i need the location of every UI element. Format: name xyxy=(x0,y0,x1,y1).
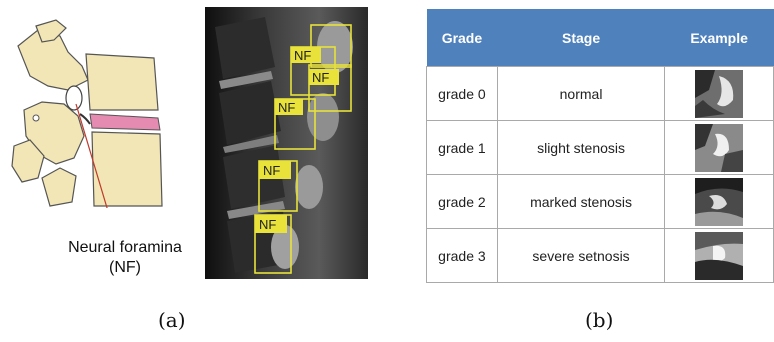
grade-cell: grade 1 xyxy=(427,121,498,175)
example-thumbnail-grade-0 xyxy=(695,70,743,118)
nf-tag-2: NF xyxy=(312,70,329,85)
example-thumbnail-grade-3 xyxy=(695,232,743,280)
header-stage: Stage xyxy=(497,9,664,67)
example-cell xyxy=(665,67,774,121)
table-header-row: Grade Stage Example xyxy=(427,9,774,67)
stage-cell: severe setnosis xyxy=(497,229,664,283)
table-row: grade 3 severe setnosis xyxy=(427,229,774,283)
mri-image: NF NF NF NF NF xyxy=(205,7,368,279)
table-row: grade 1 slight stenosis xyxy=(427,121,774,175)
grade-table: Grade Stage Example grade 0 normal grade… xyxy=(426,9,774,283)
grade-cell: grade 2 xyxy=(427,175,498,229)
neural-foramina-label: Neural foramina (NF) xyxy=(50,238,200,278)
example-thumbnail-grade-1 xyxy=(695,124,743,172)
grade-cell: grade 0 xyxy=(427,67,498,121)
nf-tag-5: NF xyxy=(259,217,276,232)
nf-tag-4: NF xyxy=(263,163,280,178)
example-cell xyxy=(665,175,774,229)
header-example: Example xyxy=(665,9,774,67)
stage-cell: marked stenosis xyxy=(497,175,664,229)
table-row: grade 2 marked stenosis xyxy=(427,175,774,229)
header-grade: Grade xyxy=(427,9,498,67)
nf-tag-3: NF xyxy=(278,100,295,115)
table-row: grade 0 normal xyxy=(427,67,774,121)
neural-foramina-label-line2: (NF) xyxy=(50,258,200,278)
stage-cell: slight stenosis xyxy=(497,121,664,175)
example-thumbnail-grade-2 xyxy=(695,178,743,226)
caption-a: (a) xyxy=(158,308,186,332)
caption-b: (b) xyxy=(585,308,613,332)
example-cell xyxy=(665,121,774,175)
grade-cell: grade 3 xyxy=(427,229,498,283)
stage-cell: normal xyxy=(497,67,664,121)
neural-foramina-label-line1: Neural foramina xyxy=(50,238,200,258)
nf-tag-1: NF xyxy=(294,48,311,63)
example-cell xyxy=(665,229,774,283)
spine-illustration xyxy=(8,18,204,208)
